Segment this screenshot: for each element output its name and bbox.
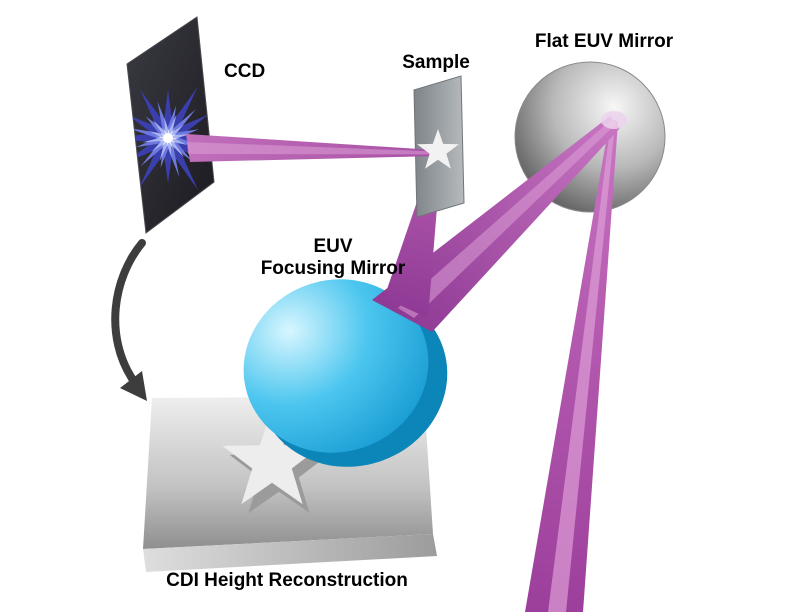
- beam-sample-to-ccd: [186, 134, 437, 162]
- slab-front-edge: [143, 534, 437, 572]
- euv-focusing-mirror: [243, 279, 448, 467]
- flat-mirror-label: Flat EUV Mirror: [535, 31, 674, 52]
- sample-label: Sample: [402, 52, 470, 73]
- beam-source-to-flat-mirror: [525, 118, 618, 612]
- focusing-mirror-face: [243, 279, 429, 453]
- ccd-detector: [126, 16, 215, 234]
- beam-flat-to-focusing-mirror: [372, 111, 627, 332]
- ccd-label: CCD: [224, 61, 265, 82]
- focusing-mirror-label-line1: EUV: [313, 236, 352, 257]
- reconstruction-label: CDI Height Reconstruction: [166, 570, 408, 591]
- diffraction-pattern-icon: [127, 86, 214, 190]
- processing-arrow-icon: [111, 239, 147, 401]
- focusing-mirror-label-line2: Focusing Mirror: [261, 258, 406, 279]
- mirror-focus-spot: [601, 111, 627, 129]
